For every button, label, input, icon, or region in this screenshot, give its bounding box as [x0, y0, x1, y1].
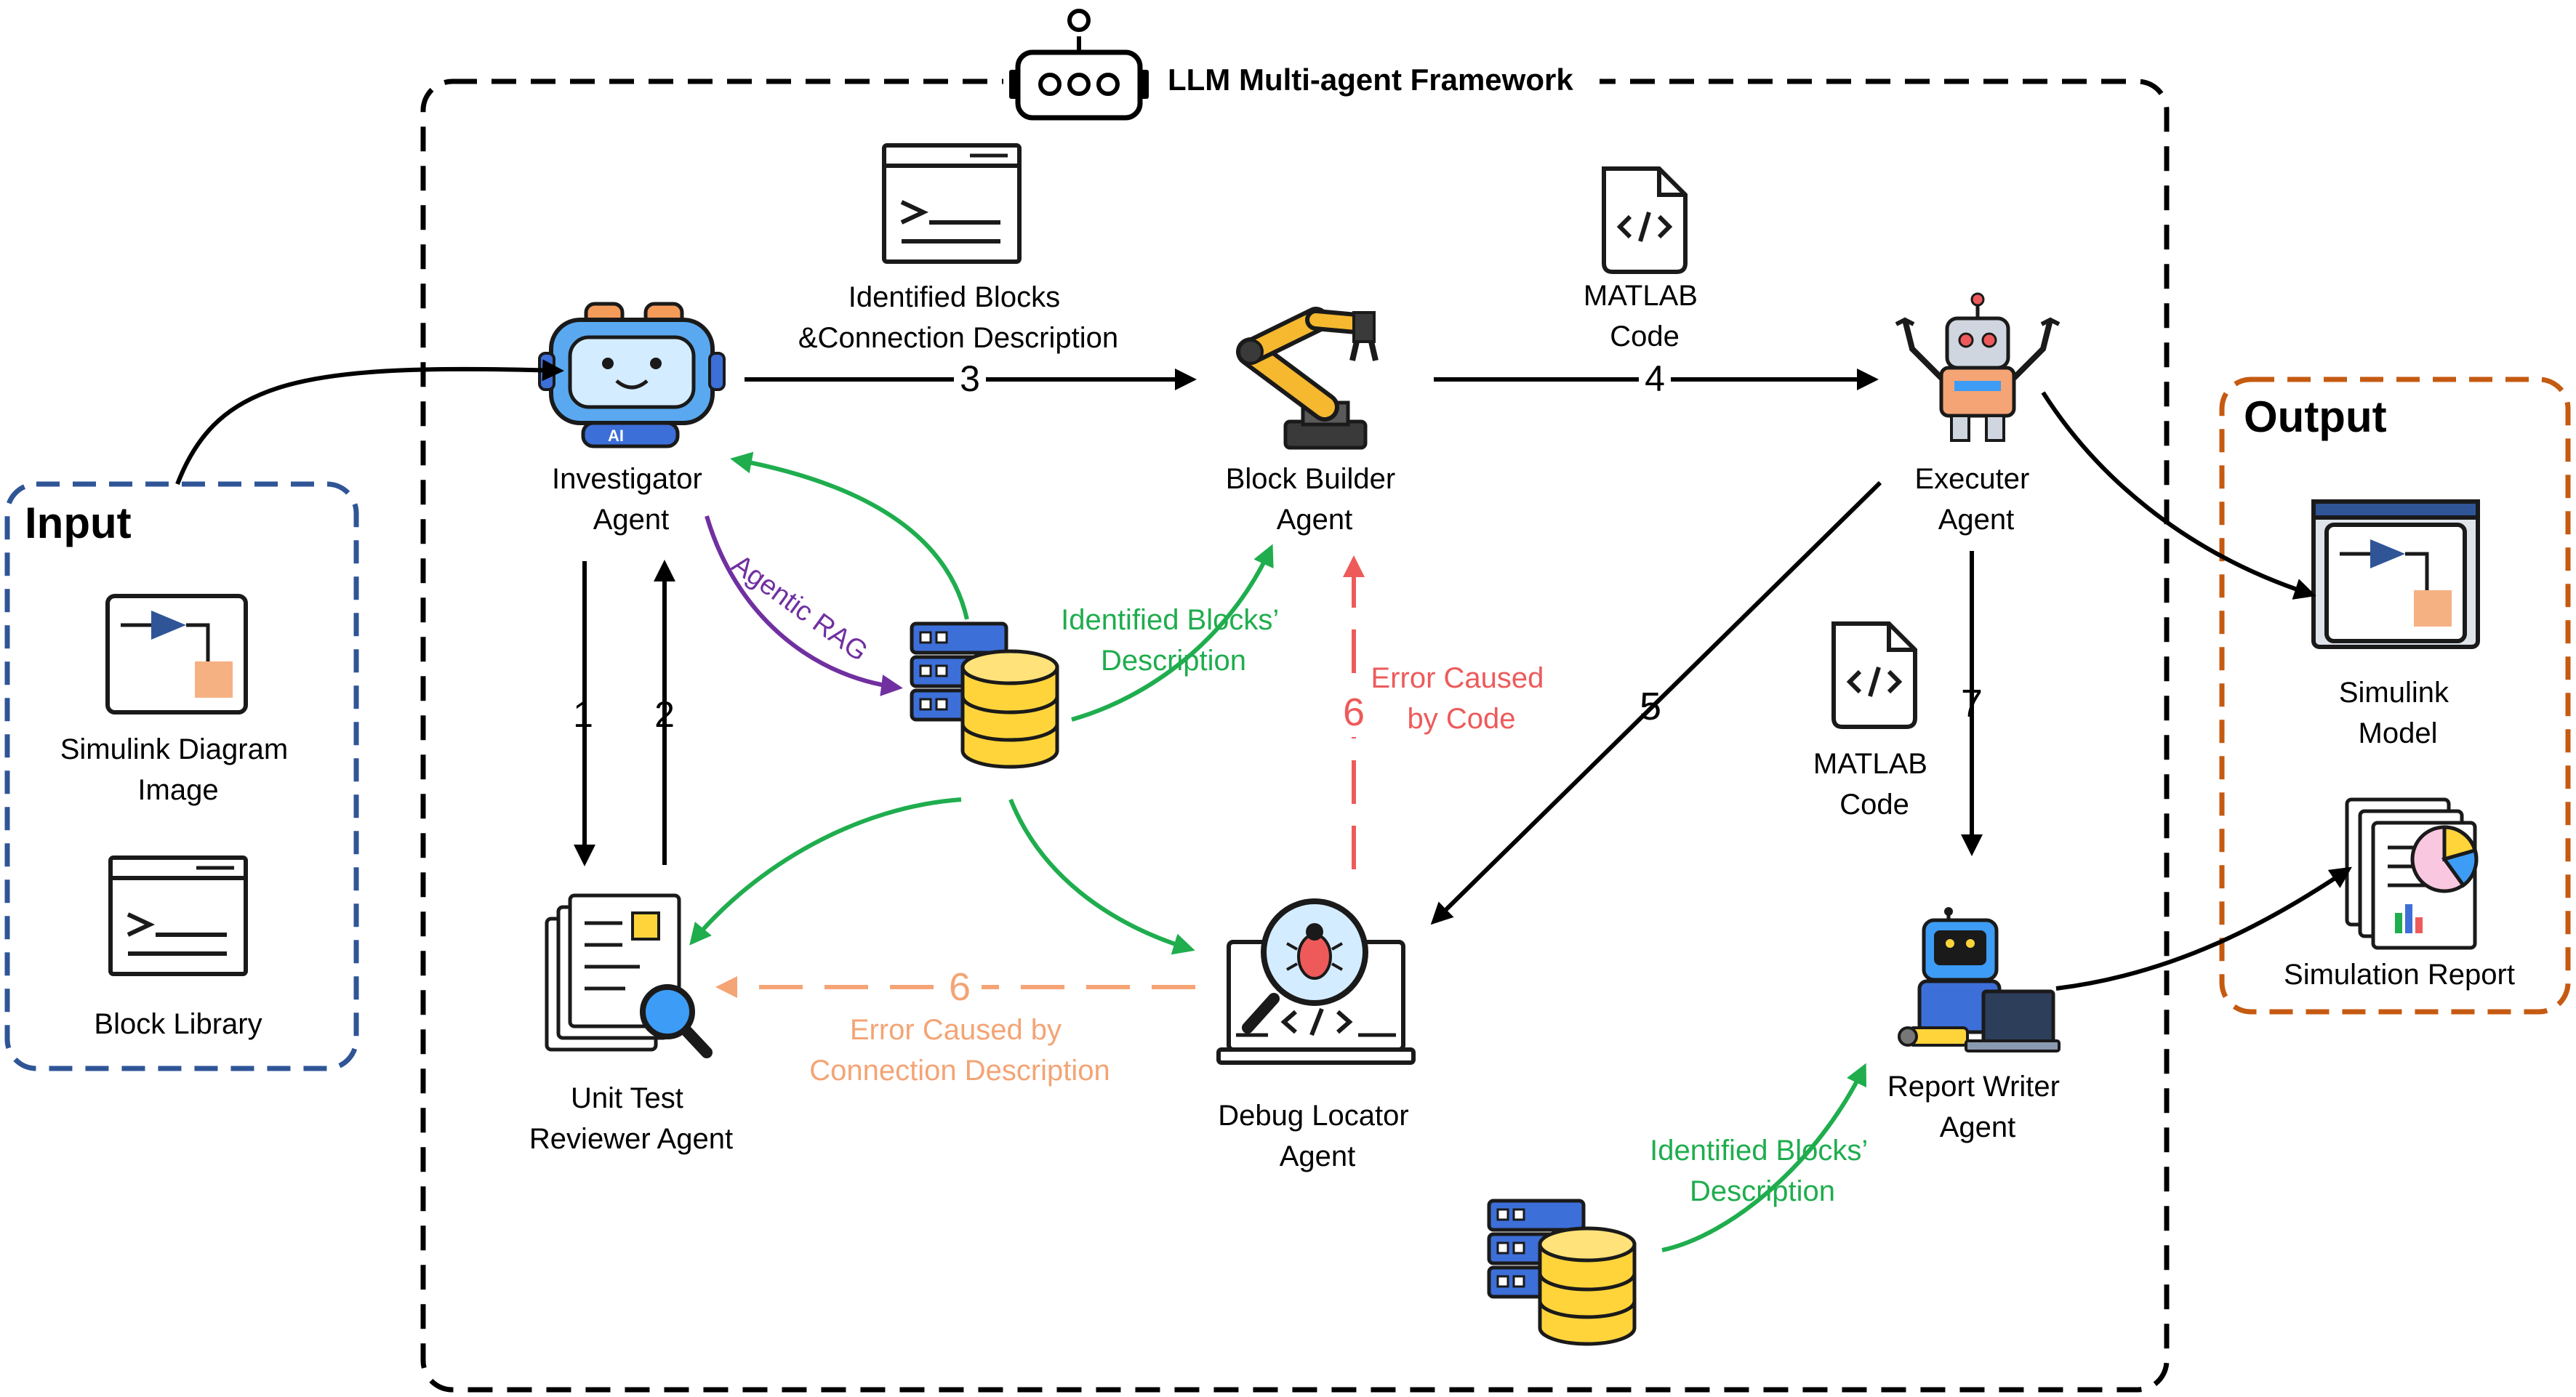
investigator-agent-label: Investigator Agent: [552, 463, 710, 536]
report-writer-agent-label: Report Writer Agent: [1887, 1071, 2068, 1143]
matlab-code-top-file-icon: [1604, 169, 1685, 272]
simulink-diagram-image-label: Simulink Diagram Image: [60, 733, 297, 806]
edge-report-writer-to-report: [2055, 866, 2352, 991]
edge-4-label-bg: [1639, 361, 1671, 398]
edge-3-label-bg: [954, 361, 986, 398]
output-box: [2219, 377, 2571, 1015]
identified-blocks-connection-label: Identified Blocks &Connection Descriptio…: [798, 281, 1118, 354]
report-writer-robot-laptop-icon: [1898, 907, 2061, 1052]
simulink-diagram-image-icon: [108, 596, 246, 712]
debug-locator-laptop-bug-icon: [1216, 898, 1416, 1065]
edge-agentic-rag: [705, 515, 903, 696]
simulation-report-label: Simulation Report: [2284, 959, 2515, 991]
matlab-code-mid-file-icon: [1834, 624, 1915, 727]
input-box: [4, 481, 359, 1071]
edge-6b-number: 6: [949, 965, 971, 1009]
error-caused-by-connection-label: Error Caused by Connection Description: [809, 1014, 1110, 1087]
executer-robot-claw-icon: [1895, 292, 2061, 442]
identified-blocks-description-label-2: Identified Blocks’ Description: [1650, 1135, 1875, 1207]
unit-test-reviewer-agent-label: Unit Test Reviewer Agent: [529, 1082, 733, 1155]
edge-db-to-unit-test: [689, 797, 962, 946]
matlab-code-mid-label: MATLAB Code: [1813, 748, 1935, 821]
unit-test-document-magnifier-icon: [545, 893, 713, 1058]
svg-text:AI: AI: [608, 427, 624, 445]
framework-container: [420, 78, 2170, 1393]
edge-6a-label-bg: [1335, 688, 1373, 737]
edge-db-to-debug: [1008, 798, 1195, 955]
edge-db-to-investigator: [730, 451, 969, 620]
edge-5-number: 5: [1640, 685, 1661, 728]
matlab-code-top-label: MATLAB Code: [1584, 280, 1706, 353]
block-library-label: Block Library: [94, 1008, 262, 1040]
block-builder-agent-label: Block Builder Agent: [1226, 463, 1404, 536]
robot-head-icon: [1009, 9, 1149, 121]
edge-6b-label-bg: [938, 967, 982, 1007]
edge-db-to-report-writer: [1661, 1063, 1867, 1252]
simulation-report-icon: [2345, 797, 2479, 950]
simulink-model-label: Simulink Model: [2339, 677, 2457, 749]
framework-title: LLM Multi-agent Framework: [1168, 63, 1573, 97]
edge-executer-to-model: [2041, 391, 2316, 600]
output-title: Output: [2244, 392, 2387, 441]
rag-database-icon: [912, 624, 1057, 767]
input-title: Input: [25, 499, 132, 547]
debug-locator-agent-label: Debug Locator Agent: [1218, 1100, 1417, 1172]
edge-5: [1430, 480, 1882, 925]
edge-7-number: 7: [1961, 682, 1983, 725]
executer-agent-label: Executer Agent: [1915, 463, 2038, 536]
investigator-ai-robot-icon: AI: [538, 302, 726, 448]
identified-blocks-description-label-1: Identified Blocks’ Description: [1061, 604, 1286, 677]
error-caused-by-code-label: Error Caused by Code: [1371, 662, 1552, 735]
edge-db-to-block-builder: [1071, 544, 1274, 722]
identified-blocks-terminal-icon: [884, 145, 1019, 262]
block-library-terminal-icon: [111, 858, 246, 974]
edge-3-number: 3: [960, 358, 980, 399]
edge-input-to-investigator: [175, 359, 564, 486]
edge-6a-number: 6: [1343, 691, 1365, 734]
edge-1-number: 1: [573, 694, 593, 735]
edge-4-number: 4: [1645, 358, 1665, 399]
edge-2-number: 2: [654, 694, 675, 735]
simulink-model-icon: [2311, 499, 2480, 649]
block-builder-robotic-arm-icon: [1236, 307, 1379, 450]
report-database-icon: [1489, 1201, 1634, 1344]
